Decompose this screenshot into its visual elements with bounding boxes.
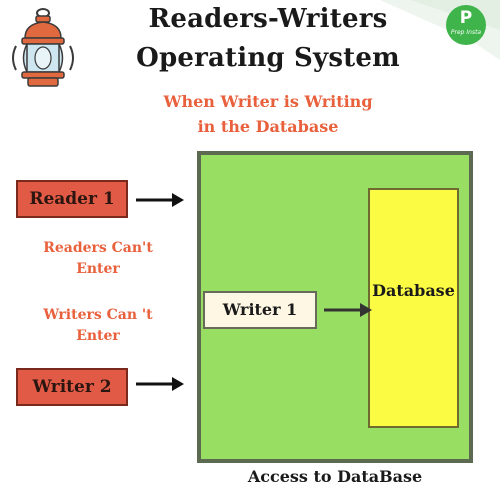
writer-2-box: Writer 2 <box>16 368 128 406</box>
title-line-2: Operating System <box>136 43 400 73</box>
database-label: Database <box>372 281 455 300</box>
readers-message-line-1: Readers Can't <box>43 240 153 256</box>
database-box <box>368 188 459 428</box>
title-line-1: Readers-Writers <box>148 4 388 34</box>
writers-message-line-2: Enter <box>76 328 120 344</box>
arrow-right-icon <box>324 303 372 317</box>
subtitle-line-2: in the Database <box>197 117 339 136</box>
subtitle-line-1: When Writer is Writing <box>163 92 373 111</box>
writers-cant-enter-message: Writers Can 't Enter <box>22 305 174 347</box>
arrow-right-icon <box>136 193 184 207</box>
lantern-icon <box>12 8 74 87</box>
writer-1-box: Writer 1 <box>203 291 317 329</box>
arrow-right-icon <box>136 377 184 391</box>
readers-cant-enter-message: Readers Can't Enter <box>22 238 174 280</box>
reader-1-box: Reader 1 <box>16 180 128 218</box>
writers-message-line-1: Writers Can 't <box>43 307 153 323</box>
readers-message-line-2: Enter <box>76 261 120 277</box>
prepinsta-logo: P Prep Insta <box>446 5 486 45</box>
logo-letter: P <box>459 8 473 28</box>
access-to-database-caption: Access to DataBase <box>247 467 423 486</box>
logo-word: Prep Insta <box>450 29 482 36</box>
